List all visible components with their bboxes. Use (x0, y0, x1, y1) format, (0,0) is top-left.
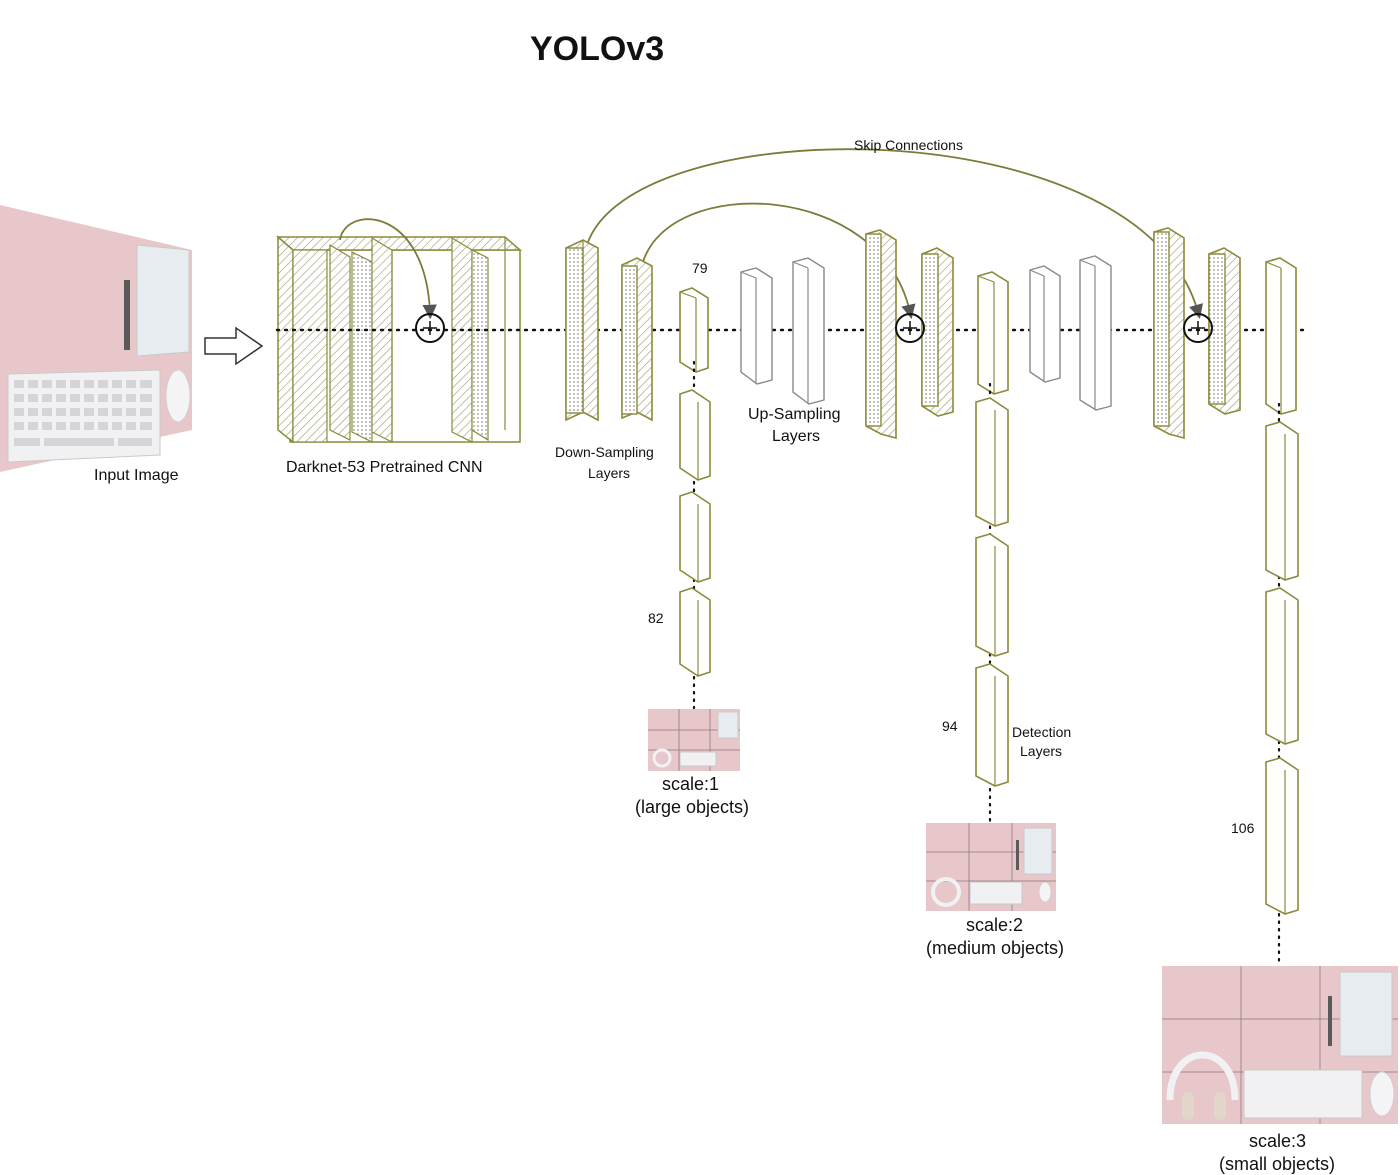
concat-circle-1-icon (415, 313, 445, 343)
scale-1-desc: (large objects) (635, 797, 749, 817)
scale-3-desc: (small objects) (1219, 1154, 1335, 1174)
detection-layer-106 (1265, 757, 1299, 915)
darknet-53-block (275, 218, 523, 444)
scale-3-name: scale:3 (1249, 1131, 1306, 1151)
detection-label-line1: Detection (1012, 724, 1071, 740)
merge-layer-2 (921, 247, 954, 417)
concat-circle-2-icon (895, 313, 925, 343)
detection-branch-medium (975, 397, 1009, 787)
detection-branch-small (1265, 421, 1299, 915)
up-sampling-layer-3 (1029, 265, 1061, 383)
scale-2-name: scale:2 (966, 915, 1023, 935)
up-sampling-layer-4 (1079, 255, 1112, 411)
diagram-title: YOLOv3 (530, 30, 664, 68)
down-sampling-label-line1: Down-Sampling (555, 444, 654, 460)
scale-2-output-image (926, 823, 1056, 911)
input-image-label: Input Image (94, 467, 179, 484)
layer-82-number: 82 (648, 610, 664, 626)
scale-1-output-image (648, 709, 740, 771)
layer-medium-branch (977, 271, 1009, 395)
detection-layer (1265, 421, 1299, 581)
skip-connections-label: Skip Connections (854, 137, 963, 153)
input-image-photo (0, 205, 192, 472)
up-sampling-layer-2 (792, 257, 825, 405)
scale-3-output-image (1162, 966, 1398, 1124)
detection-layer (679, 491, 711, 583)
merge-layer-4 (1208, 247, 1241, 415)
darknet-label: Darknet-53 Pretrained CNN (286, 459, 483, 476)
scale-1-name: scale:1 (662, 774, 719, 794)
detection-layer (975, 397, 1009, 527)
layer-79-block (679, 287, 709, 373)
merge-layer-3 (1153, 227, 1185, 440)
merge-layer-1 (865, 229, 897, 440)
detection-label-line2: Layers (1020, 743, 1062, 759)
detection-layer (975, 533, 1009, 657)
up-sampling-layer-1 (740, 267, 773, 385)
layer-94-number: 94 (942, 718, 958, 734)
detection-branch-large (679, 389, 711, 677)
detection-layer-94 (975, 663, 1009, 787)
layer-79-number: 79 (692, 260, 708, 276)
down-sampling-layer-1 (565, 239, 599, 422)
detection-layer (679, 389, 711, 481)
up-sampling-label-line2: Layers (772, 428, 820, 445)
down-sampling-label-line2: Layers (588, 465, 630, 481)
down-sampling-layer-2 (621, 257, 653, 422)
layer-small-branch (1265, 257, 1297, 415)
detection-layer-82 (679, 587, 711, 677)
layer-106-number: 106 (1231, 820, 1255, 836)
concat-circle-3-icon (1183, 313, 1213, 343)
up-sampling-label-line1: Up-Sampling (748, 406, 840, 423)
scale-2-desc: (medium objects) (926, 938, 1064, 958)
detection-layer (1265, 587, 1299, 745)
input-arrow-icon (204, 326, 264, 366)
